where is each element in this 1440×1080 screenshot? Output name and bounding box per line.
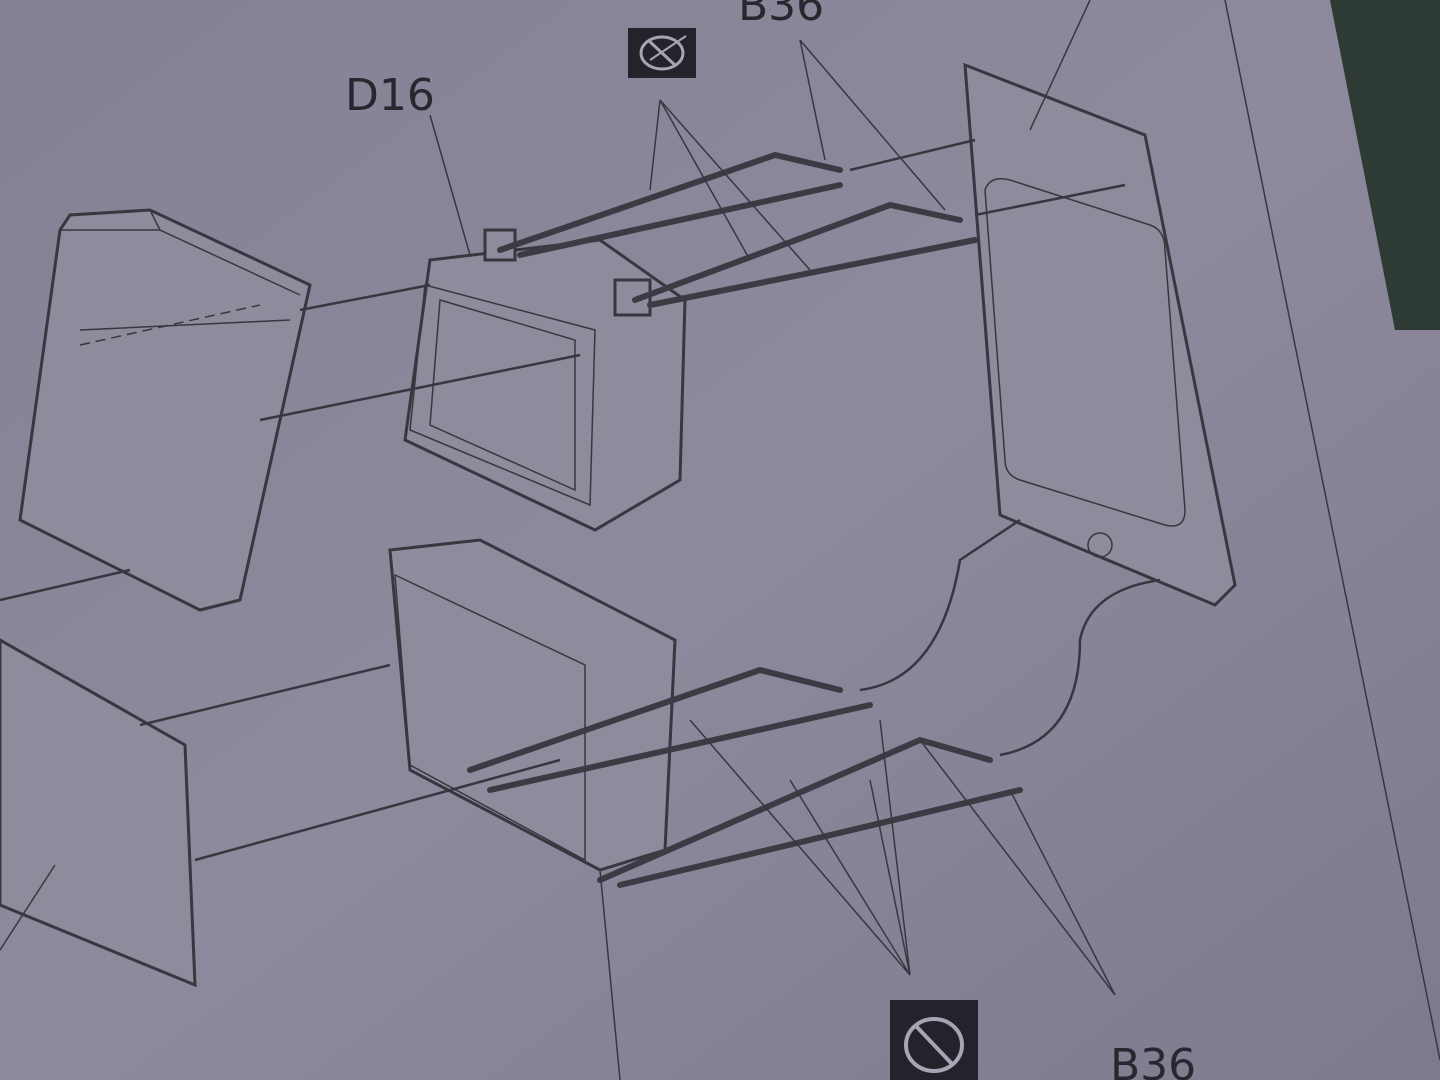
part-label-b36-bottom: B36 xyxy=(1110,1040,1196,1080)
plate-part xyxy=(0,638,197,988)
no-glue-icon xyxy=(890,1000,978,1080)
cutting-mat xyxy=(1330,0,1440,330)
upper-box-part xyxy=(403,228,687,532)
door-panel-part xyxy=(18,208,312,612)
sheet-edge xyxy=(1224,0,1440,1061)
door-part xyxy=(963,62,1237,607)
part-label-b36-top: B36 xyxy=(738,0,824,31)
rods xyxy=(467,151,1023,888)
leader-lines xyxy=(0,0,1161,1080)
no-glue-icon xyxy=(628,28,696,78)
part-label-d16: D16 xyxy=(345,70,435,121)
